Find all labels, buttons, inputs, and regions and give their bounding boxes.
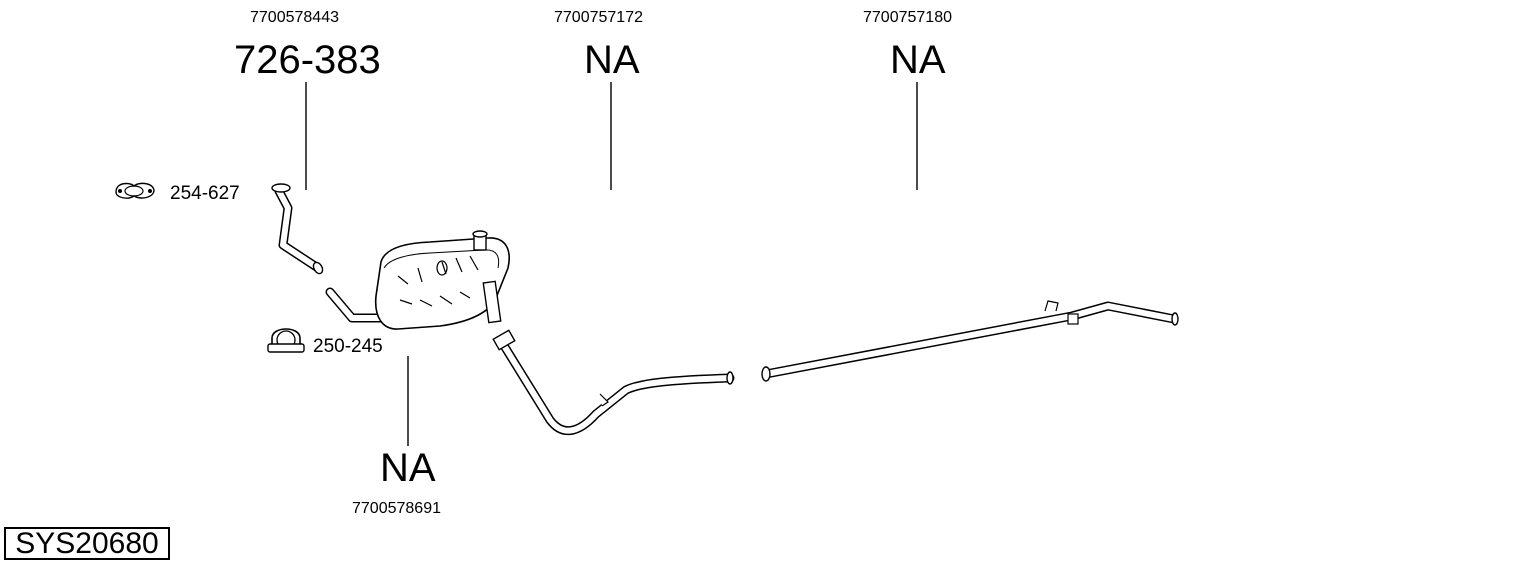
part-3-oem-number: 7700757180 [863, 9, 952, 26]
part-2-oem-number: 7700757172 [554, 9, 643, 26]
part-2-reference[interactable]: NA [584, 38, 640, 82]
accessory-flange-clamp-reference[interactable]: 254-627 [170, 183, 240, 204]
intermediate-pipe[interactable] [492, 329, 735, 435]
u-bolt-clamp-icon [267, 328, 305, 353]
middle-muffler[interactable] [325, 230, 510, 330]
part-3-reference[interactable]: NA [890, 38, 946, 82]
part-1-oem-number: 7700578443 [250, 9, 339, 26]
part-4-oem-number: 7700578691 [352, 500, 441, 517]
front-pipe[interactable] [271, 183, 324, 275]
part-4-reference[interactable]: NA [380, 446, 436, 490]
flange-clamp-icon [115, 182, 155, 199]
accessory-u-bolt-clamp-reference[interactable]: 250-245 [313, 336, 383, 357]
system-code-box: SYS20680 [4, 527, 170, 560]
rear-pipe[interactable] [761, 300, 1179, 382]
part-1-reference[interactable]: 726-383 [234, 38, 381, 82]
